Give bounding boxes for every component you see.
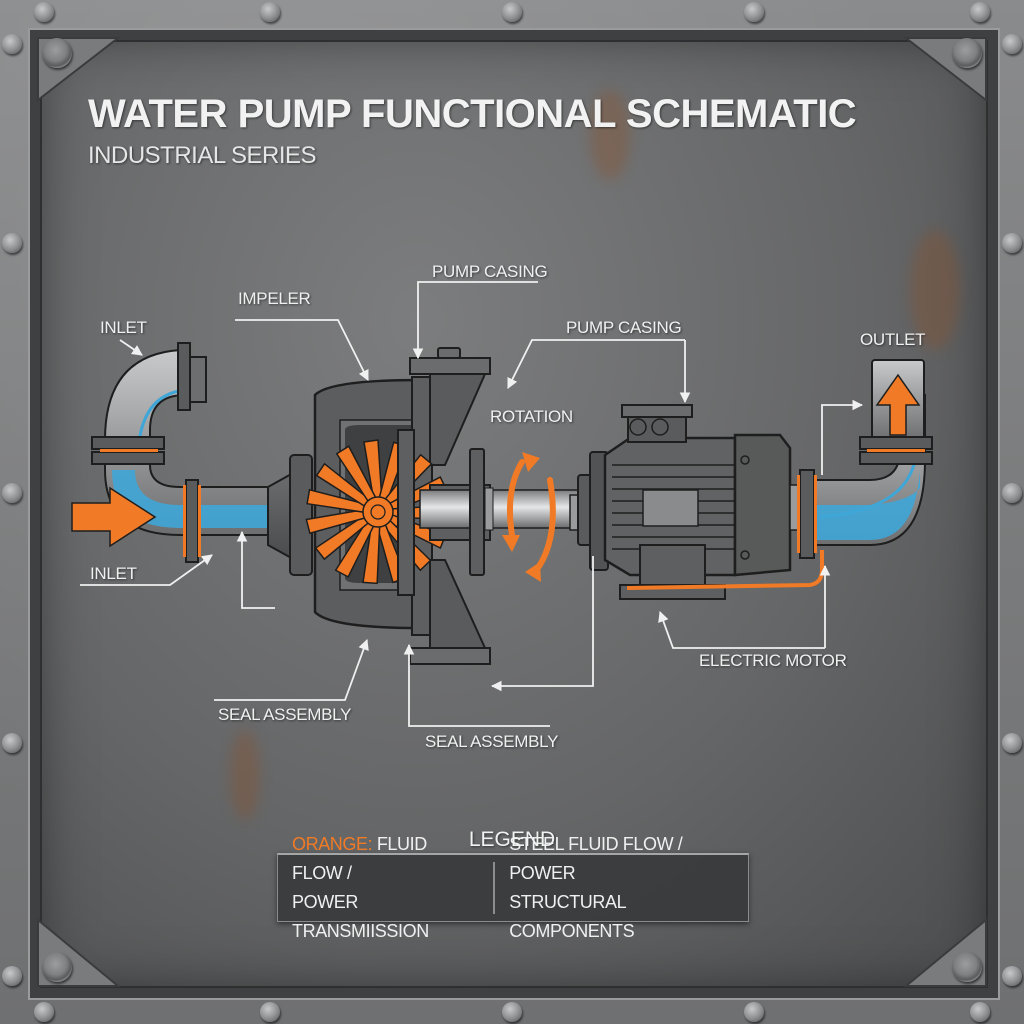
rivet <box>1002 483 1022 503</box>
rivet <box>2 483 22 503</box>
rivet <box>1002 233 1022 253</box>
legend-title: LEGEND <box>468 828 556 851</box>
inlet-pipe <box>91 342 281 563</box>
rivet <box>2 966 22 986</box>
corner-bolt <box>42 952 72 982</box>
label-seal-assembly-2: SEAL ASSEMBLY <box>425 732 559 751</box>
rivet <box>2 233 22 253</box>
label-pump-casing-2: PUMP CASING <box>566 318 682 337</box>
rivet <box>970 1002 990 1022</box>
electric-motor <box>569 404 792 600</box>
legend-text: STEEL FLUID FLOW / POWER <box>509 834 683 883</box>
rivet <box>260 2 280 22</box>
label-pump-casing-1: PUMP CASING <box>432 262 548 281</box>
label-inlet-top: INLET <box>100 318 147 337</box>
rivet <box>2 34 22 54</box>
legend-text: STRUCTURAL COMPONENTS <box>509 892 635 941</box>
label-inlet-bottom: INLET <box>90 564 137 583</box>
motor-nameplate <box>642 489 699 527</box>
legend-item-steel: STEEL FLUID FLOW / POWER STRUCTURAL COMP… <box>495 830 748 946</box>
terminal-icon <box>629 418 647 436</box>
label-outlet: OUTLET <box>860 330 926 349</box>
label-rotation: ROTATION <box>490 407 573 426</box>
outlet-pipe <box>789 359 933 559</box>
rivet <box>502 1002 522 1022</box>
rivet <box>34 1002 54 1022</box>
inlet-flow-arrow-icon <box>71 486 157 548</box>
legend-divider <box>493 862 496 914</box>
legend-text: POWER TRANSMIISSION <box>292 892 429 941</box>
rust-stain <box>590 90 630 180</box>
rivet <box>1002 966 1022 986</box>
rust-stain <box>230 730 260 820</box>
rivet <box>1002 34 1022 54</box>
rivet <box>2 733 22 753</box>
rivet <box>260 1002 280 1022</box>
corner-bolt <box>952 38 982 68</box>
legend-text: FLUID FLOW / <box>292 834 427 883</box>
rivet <box>1002 733 1022 753</box>
legend-item-orange: ORANGE: FLUID FLOW / POWER TRANSMIISSION <box>278 830 493 946</box>
legend-key-orange: ORANGE: <box>292 834 373 854</box>
label-impeller: IMPELER <box>238 289 311 308</box>
rust-stain <box>910 230 960 350</box>
rivet <box>34 2 54 22</box>
rivet <box>744 2 764 22</box>
legend: ORANGE: FLUID FLOW / POWER TRANSMIISSION… <box>277 834 749 941</box>
page-subtitle: INDUSTRIAL SERIES <box>88 142 317 169</box>
corner-bolt <box>42 38 72 68</box>
outlet-flow-arrow-icon <box>875 373 921 436</box>
page-title: WATER PUMP FUNCTIONAL SCHEMATIC <box>88 92 857 136</box>
corner-bolt <box>952 952 982 982</box>
label-electric-motor: ELECTRIC MOTOR <box>699 651 847 670</box>
rivet <box>970 2 990 22</box>
terminal-icon <box>651 418 669 436</box>
label-seal-assembly-1: SEAL ASSEMBLY <box>218 705 352 724</box>
rivet <box>502 2 522 22</box>
rivet <box>744 1002 764 1022</box>
